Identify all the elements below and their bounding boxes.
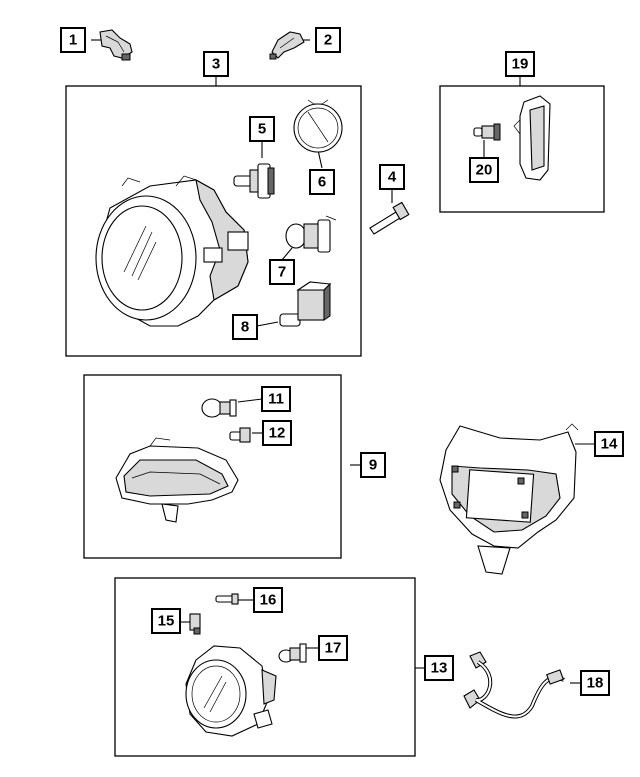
bracket-part-1 (99, 29, 133, 61)
svg-text:9: 9 (369, 457, 377, 474)
callout-3: 3 (203, 51, 229, 77)
bulb-part-7 (285, 215, 337, 253)
screw-part-4 (369, 201, 410, 235)
callout-11: 11 (261, 386, 291, 412)
bracket-part-2 (269, 31, 305, 60)
callout-5: 5 (249, 116, 275, 142)
bulb-part-20 (473, 123, 501, 141)
callout-18: 18 (580, 670, 610, 696)
callout-6: 6 (309, 169, 335, 195)
bulb-part-12 (229, 427, 251, 443)
callout-7: 7 (269, 259, 295, 285)
headlamp-assembly-group (65, 85, 362, 357)
svg-text:18: 18 (587, 675, 604, 692)
callout-15: 15 (151, 608, 181, 634)
leader-8 (256, 321, 279, 327)
svg-text:12: 12 (269, 425, 286, 442)
bulb-part-17 (278, 643, 307, 663)
callout-9: 9 (360, 452, 386, 478)
leader-6 (317, 149, 323, 169)
svg-text:2: 2 (324, 32, 332, 49)
headlamp-lens (95, 195, 197, 321)
callout-1: 1 (60, 27, 86, 53)
callout-20: 20 (469, 157, 499, 183)
leader-7 (281, 247, 293, 261)
wiring-harness-part-18 (463, 651, 565, 719)
side-marker-lamp-part-19 (513, 95, 551, 181)
svg-text:14: 14 (601, 436, 618, 453)
callout-19: 19 (505, 51, 535, 77)
callout-8: 8 (232, 314, 258, 340)
svg-text:16: 16 (260, 592, 277, 609)
bulb-part-11 (201, 398, 237, 418)
svg-text:11: 11 (268, 391, 284, 408)
side-marker-group (439, 85, 605, 213)
callout-13: 13 (424, 655, 454, 681)
park-turn-lamp-group (83, 374, 342, 559)
park-turn-lamp (115, 437, 239, 523)
svg-text:3: 3 (212, 56, 220, 73)
fog-lamp (185, 645, 277, 737)
svg-text:5: 5 (258, 121, 266, 138)
fog-lamp-group (114, 577, 416, 757)
screw-part-16 (215, 593, 239, 605)
svg-text:17: 17 (325, 640, 342, 657)
headlamp-bulb-part-5 (233, 163, 275, 199)
leader-11 (237, 398, 263, 403)
svg-text:4: 4 (388, 169, 397, 186)
callout-2: 2 (315, 27, 341, 53)
svg-text:19: 19 (512, 56, 529, 73)
svg-text:1: 1 (69, 32, 77, 49)
bulb-part-8 (279, 281, 332, 327)
clip-part-15 (189, 613, 201, 635)
callout-4: 4 (379, 164, 405, 190)
seal-ring-part-6 (293, 99, 343, 153)
svg-text:13: 13 (431, 660, 448, 677)
callout-16: 16 (253, 587, 283, 613)
callout-17: 17 (318, 635, 348, 661)
svg-text:6: 6 (318, 174, 326, 191)
svg-text:7: 7 (278, 264, 286, 281)
callout-14: 14 (594, 431, 624, 457)
fog-lamp-bezel-part-14 (439, 423, 579, 575)
svg-text:15: 15 (158, 613, 175, 630)
callout-12: 12 (262, 420, 292, 446)
svg-text:20: 20 (476, 162, 493, 179)
svg-text:8: 8 (241, 319, 249, 336)
